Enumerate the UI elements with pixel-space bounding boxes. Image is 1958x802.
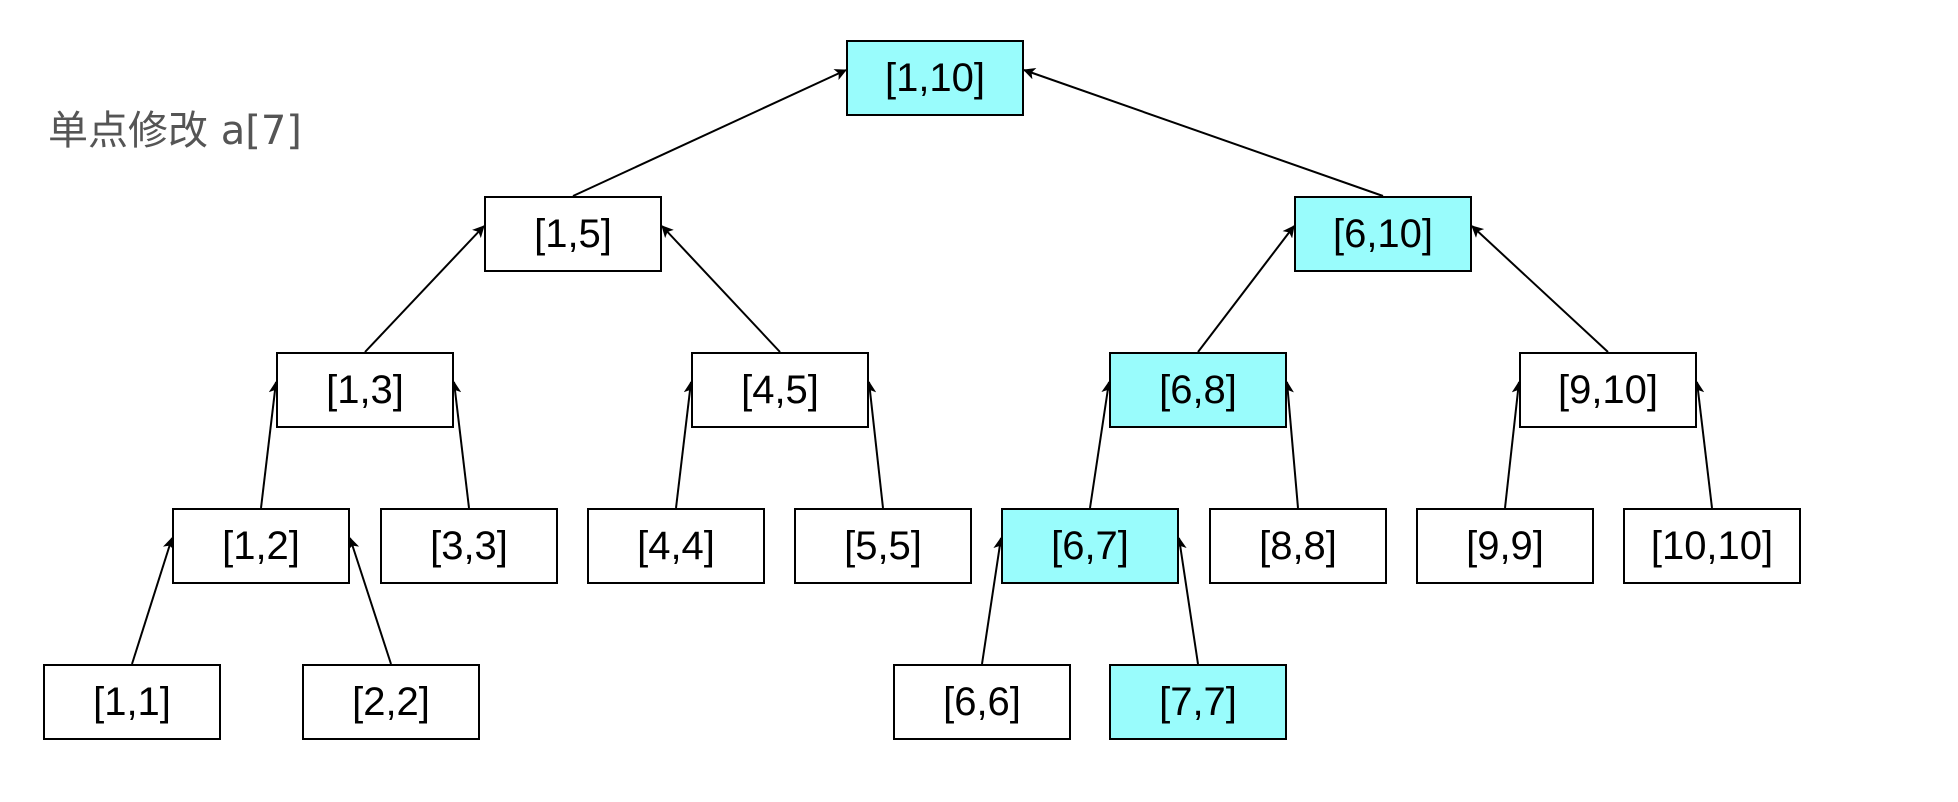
tree-node-6-6: [6,6] bbox=[893, 664, 1071, 740]
edge-10-10-to-9-10 bbox=[1692, 381, 1713, 509]
edge-6-6-to-6-7 bbox=[981, 537, 1006, 665]
edge-4-4-to-4-5 bbox=[675, 381, 696, 509]
edge-7-7-to-6-7 bbox=[1174, 537, 1199, 665]
tree-node-1-10: [1,10] bbox=[846, 40, 1024, 116]
edge-2-2-to-1-2 bbox=[347, 537, 392, 665]
edge-1-2-to-1-3 bbox=[260, 381, 281, 509]
tree-node-3-3: [3,3] bbox=[380, 508, 558, 584]
tree-node-2-2: [2,2] bbox=[302, 664, 480, 740]
tree-node-10-10: [10,10] bbox=[1623, 508, 1801, 584]
tree-node-1-2: [1,2] bbox=[172, 508, 350, 584]
edge-1-1-to-1-2 bbox=[131, 537, 175, 665]
tree-node-6-7: [6,7] bbox=[1001, 508, 1179, 584]
tree-node-4-5: [4,5] bbox=[691, 352, 869, 428]
tree-node-5-5: [5,5] bbox=[794, 508, 972, 584]
tree-node-1-3: [1,3] bbox=[276, 352, 454, 428]
edge-1-5-to-1-10 bbox=[572, 69, 847, 197]
edge-6-7-to-6-8 bbox=[1089, 381, 1114, 509]
edge-3-3-to-1-3 bbox=[449, 381, 470, 509]
tree-node-1-1: [1,1] bbox=[43, 664, 221, 740]
edge-9-9-to-9-10 bbox=[1504, 381, 1524, 509]
tree-node-6-10: [6,10] bbox=[1294, 196, 1472, 272]
edge-1-3-to-1-5 bbox=[364, 225, 485, 353]
tree-node-8-8: [8,8] bbox=[1209, 508, 1387, 584]
edge-9-10-to-6-10 bbox=[1471, 225, 1609, 353]
tree-node-9-9: [9,9] bbox=[1416, 508, 1594, 584]
tree-node-9-10: [9,10] bbox=[1519, 352, 1697, 428]
edge-6-8-to-6-10 bbox=[1197, 225, 1295, 353]
tree-node-7-7: [7,7] bbox=[1109, 664, 1287, 740]
tree-node-6-8: [6,8] bbox=[1109, 352, 1287, 428]
edge-8-8-to-6-8 bbox=[1281, 381, 1299, 509]
edge-4-5-to-1-5 bbox=[661, 225, 781, 353]
tree-node-1-5: [1,5] bbox=[484, 196, 662, 272]
tree-node-4-4: [4,4] bbox=[587, 508, 765, 584]
edge-6-10-to-1-10 bbox=[1023, 67, 1384, 197]
diagram-caption: 单点修改 a[7] bbox=[48, 108, 302, 154]
edge-5-5-to-4-5 bbox=[864, 381, 884, 509]
